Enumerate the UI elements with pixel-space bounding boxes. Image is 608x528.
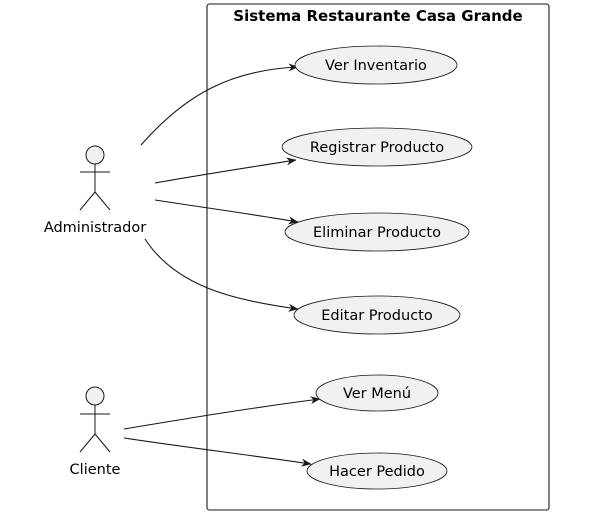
use-case-label: Eliminar Producto xyxy=(313,225,441,241)
use-case-ver-menu: Ver Menú xyxy=(315,374,439,412)
use-case-label: Registrar Producto xyxy=(310,140,444,156)
use-case-editar-producto: Editar Producto xyxy=(293,295,461,335)
actor-cliente: Cliente xyxy=(70,386,121,478)
actor-administrador: Administrador xyxy=(44,145,146,236)
actor-label: Cliente xyxy=(70,462,121,478)
system-title: Sistema Restaurante Casa Grande xyxy=(233,7,522,25)
associations xyxy=(123,63,321,467)
association-edge xyxy=(154,199,299,225)
use-case-label: Editar Producto xyxy=(321,308,433,324)
use-case-ver-inventario: Ver Inventario xyxy=(294,45,458,85)
association-edge xyxy=(140,63,299,146)
use-case-hacer-pedido: Hacer Pedido xyxy=(306,452,448,490)
stick-figure-icon xyxy=(79,145,111,211)
use-case-label: Hacer Pedido xyxy=(329,464,425,480)
actor-label: Administrador xyxy=(44,220,146,236)
use-case-label: Ver Inventario xyxy=(325,58,427,74)
stick-figure-icon xyxy=(79,386,111,453)
use-case-label: Ver Menú xyxy=(343,386,411,402)
use-case-eliminar-producto: Eliminar Producto xyxy=(284,212,470,252)
association-edge xyxy=(154,157,297,184)
association-edge xyxy=(144,238,299,312)
association-edge xyxy=(123,396,321,430)
association-edge xyxy=(123,437,312,467)
use-case-registrar-producto: Registrar Producto xyxy=(281,127,473,167)
system-boundary: Sistema Restaurante Casa Grande xyxy=(206,3,550,511)
